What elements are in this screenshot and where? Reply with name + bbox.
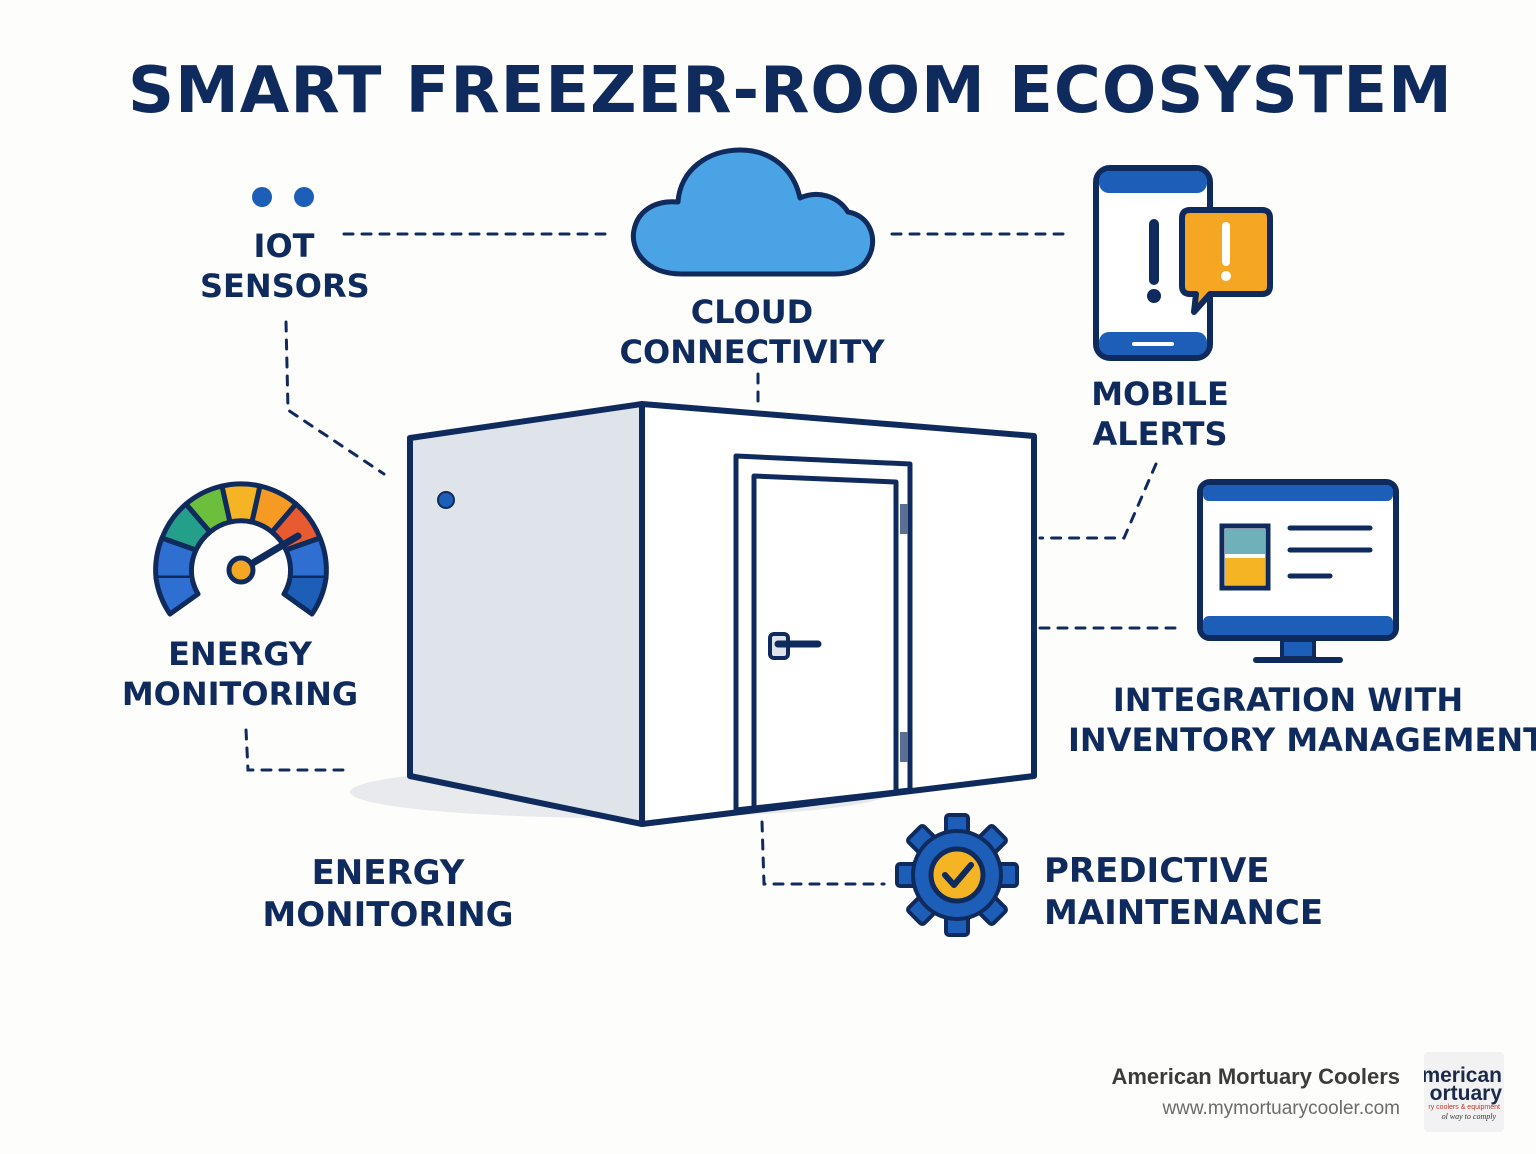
connector-gauge-room: [244, 728, 346, 772]
page-title: SMART FREEZER-ROOM ECOSYSTEM: [128, 54, 1453, 128]
sensor-dots-icon: [252, 187, 314, 207]
gear-check-icon: [895, 813, 1019, 937]
freezer-room-icon: [350, 401, 1037, 827]
label-predictive-maintenance: PREDICTIVE MAINTENANCE: [1044, 851, 1324, 933]
cloud-icon: [630, 147, 876, 277]
label-iot-sensors: IOT SENSORS: [200, 227, 370, 305]
connector-mobile-room: [1038, 462, 1158, 540]
logo-line-3: ry coolers & equipment: [1428, 1104, 1500, 1111]
label-energy-monitoring-gauge: ENERGY MONITORING: [121, 635, 359, 713]
footer-brand-name: American Mortuary Coolers: [1111, 1064, 1400, 1089]
logo-line-1: merican: [1424, 1064, 1502, 1087]
logo-line-2: ortuary: [1429, 1082, 1502, 1105]
label-mobile-alerts: MOBILE ALERTS: [1091, 375, 1229, 453]
monitor-icon: [1197, 479, 1399, 663]
label-energy-monitoring-bottom: ENERGY MONITORING: [262, 853, 514, 935]
footer-website-url[interactable]: www.mymortuarycooler.com: [1162, 1098, 1400, 1119]
label-cloud-connectivity: CLOUD CONNECTIVITY: [619, 293, 885, 371]
connector-room-maintenance: [760, 820, 886, 886]
logo-line-4: ol way to comply: [1441, 1112, 1496, 1121]
company-logo: merican ortuary ry coolers & equipment o…: [1424, 1052, 1504, 1132]
phone-alert-icon: [1093, 165, 1273, 361]
gauge-icon: [153, 481, 329, 617]
connector-iot-room: [284, 320, 386, 476]
label-inventory-integration: INTEGRATION WITH INVENTORY MANAGEMENT: [1068, 681, 1536, 759]
